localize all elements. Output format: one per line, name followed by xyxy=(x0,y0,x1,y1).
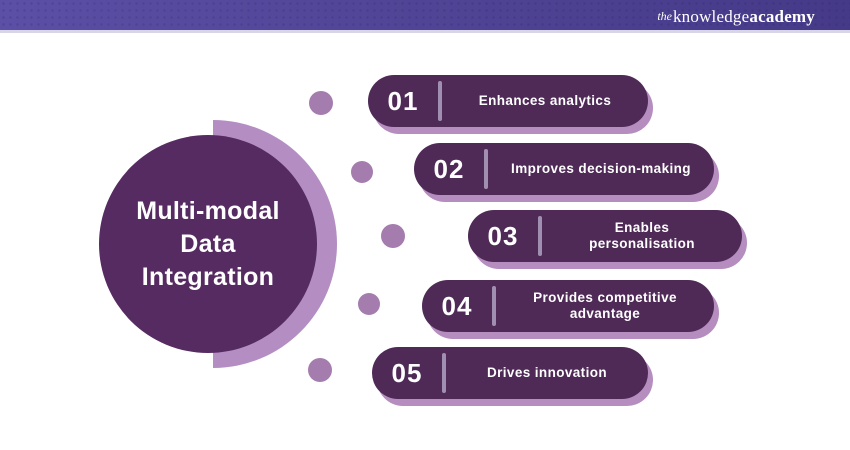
header-bar: the knowledge academy xyxy=(0,0,850,33)
item-divider-5 xyxy=(442,353,446,393)
item-label-4: Provides competitive advantage xyxy=(533,290,677,321)
item-divider-2 xyxy=(484,149,488,189)
item-number-2: 02 xyxy=(433,153,465,184)
item-number-4: 04 xyxy=(441,290,473,321)
title-line-3: Integration xyxy=(141,262,275,291)
decorative-dot-2 xyxy=(351,161,373,183)
decorative-dot-4 xyxy=(358,293,380,315)
item-label-3: Enables personalisation xyxy=(589,220,695,251)
title-circle: Multi-modal Data Integration xyxy=(99,135,317,353)
item-label-2: Improves decision-making xyxy=(511,161,691,176)
list-item-4: 04 Provides competitive advantage xyxy=(422,280,714,332)
title-line-2: Data xyxy=(180,229,236,258)
title-line-1: Multi-modal xyxy=(136,196,280,225)
item-divider-3 xyxy=(538,216,542,256)
item-label-5: Drives innovation xyxy=(486,365,608,380)
brand-logo-word-knowledge: knowledge xyxy=(672,6,750,26)
list-item-3: 03 Enables personalisation xyxy=(468,210,742,262)
item-label-1: Enhances analytics xyxy=(478,93,612,108)
item-number-1: 01 xyxy=(387,85,419,116)
item-number-3: 03 xyxy=(487,220,519,251)
decorative-dot-3 xyxy=(381,224,405,248)
list-item-1: 01 Enhances analytics xyxy=(368,75,648,127)
list-item-2: 02 Improves decision-making xyxy=(414,143,714,195)
brand-logo: the knowledge academy xyxy=(657,0,815,33)
decorative-dot-5 xyxy=(308,358,332,382)
item-number-5: 05 xyxy=(391,357,423,388)
decorative-dot-1 xyxy=(309,91,333,115)
item-divider-4 xyxy=(492,286,496,326)
brand-logo-word-academy: academy xyxy=(749,6,815,26)
list-item-5: 05 Drives innovation xyxy=(372,347,648,399)
item-divider-1 xyxy=(438,81,442,121)
brand-logo-prefix: the xyxy=(657,9,672,23)
